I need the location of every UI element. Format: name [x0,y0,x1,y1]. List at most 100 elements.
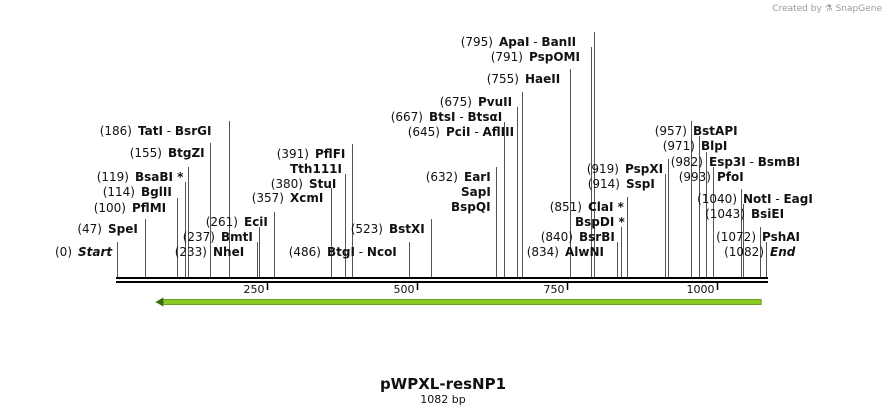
site-coordinate: (114) [103,185,135,199]
enzyme-name: BglII [141,185,172,199]
enzyme-name: PspOMI [529,50,580,64]
enzyme-label-stui[interactable]: (380)StuI [271,177,337,191]
enzyme-label-nhei[interactable]: (233)NheI [175,245,244,259]
site-coordinate: (632) [426,170,458,184]
site-coordinate: (0) [55,245,72,259]
enzyme-name: SpeI [108,222,138,236]
site-coordinate: (1040) [697,192,737,206]
enzyme-label-noti[interactable]: (1040) NotI - EagI [697,192,813,206]
enzyme-label-tati[interactable]: (186)TatI - BsrGI [100,124,212,138]
enzyme-name: BsrBI [579,230,615,244]
enzyme-label-bstxi[interactable]: (523) BstXI [351,222,425,236]
enzyme-name: BlpI [701,139,727,153]
site-coordinate: (155) [130,146,162,160]
enzyme-label-pfoi[interactable]: (993)PfoI [679,170,744,184]
dna-backbone [116,277,768,283]
enzyme-name: BstAPI [693,124,738,138]
enzyme-label-sapi[interactable]: SapI [461,185,491,199]
enzyme-label-blpi[interactable]: (971) BlpI [663,139,728,153]
enzyme-name: XcmI [290,191,323,205]
enzyme-name: BsaBI * [135,170,184,184]
enzyme-name: BstXI [389,222,425,236]
enzyme-label-btgzi[interactable]: (155)BtgZI [130,146,205,160]
enzyme-label-pshai[interactable]: (1072)PshAI [716,230,800,244]
leader-lines [117,32,767,277]
enzyme-label-bsabi[interactable]: (119) BsaBI * [97,170,184,184]
feature-arrow-head[interactable] [155,297,164,307]
site-coordinate: (667) [391,110,423,124]
enzyme-label-btsi[interactable]: (667) BtsI - BtsαI [391,110,502,124]
enzyme-label-tth111i[interactable]: Tth111I [290,162,342,176]
site-coordinate: (1043) [705,207,745,221]
site-coordinate: (982) [671,155,703,169]
enzyme-label-bspqi[interactable]: BspQI [451,200,491,214]
enzyme-name: PfoI [717,170,744,184]
enzyme-label-bmti[interactable]: (237)BmtI [183,230,253,244]
enzyme-label-ecii[interactable]: (261)EciI [206,215,268,229]
enzyme-label-bsrbi[interactable]: (840) BsrBI [541,230,615,244]
site-coordinate: (380) [271,177,303,191]
enzyme-label-end[interactable]: (1082) End [724,245,796,259]
snapgene-credit: Created by ⚗ SnapGene [772,4,882,14]
enzyme-label-bstapi[interactable]: (957) BstAPI [655,124,738,138]
enzyme-label-spei[interactable]: (47) SpeI [77,222,137,236]
site-coordinate: (47) [77,222,102,236]
enzyme-name: BspDI * [575,215,625,229]
enzyme-name: NheI [213,245,244,259]
enzyme-name: BtsI - BtsαI [429,110,502,124]
plasmid-name: pWPXL-resNP1 [380,375,506,393]
site-coordinate: (1072) [716,230,756,244]
site-coordinate: (914) [588,177,620,191]
enzyme-label-esp3i[interactable]: (982)Esp3I - BsmBI [671,155,800,169]
scale-tick-label-1000: 1000 [687,283,715,296]
enzyme-name: End [770,245,796,259]
enzyme-name: HaeII [525,72,560,86]
site-coordinate: (755) [487,72,519,86]
site-coordinate: (119) [97,170,129,184]
enzyme-label-apai[interactable]: (795) ApaI - BanII [461,35,576,49]
enzyme-name: BmtI [221,230,253,244]
plasmid-length: 1082 bp [420,393,465,406]
enzyme-name: ApaI - BanII [499,35,576,49]
feature-arrow-body[interactable] [160,299,762,305]
enzyme-label-pvuii[interactable]: (675)PvuII [440,95,512,109]
enzyme-name: PvuII [478,95,512,109]
enzyme-label-bspdi[interactable]: BspDI * [575,215,625,229]
enzyme-name: EarI [464,170,491,184]
feature-arrow[interactable] [155,297,762,307]
enzyme-label-btgi[interactable]: (486) BtgI - NcoI [289,245,397,259]
scale-tick-label-500: 500 [394,283,415,296]
enzyme-label-haeii[interactable]: (755) HaeII [487,72,561,86]
enzyme-name: BsiEI [751,207,784,221]
enzyme-name: BtgI - NcoI [327,245,397,259]
enzyme-label-pcii[interactable]: (645)PciI - AflIII [408,125,514,139]
enzyme-name: SapI [461,185,491,199]
site-coordinate: (645) [408,125,440,139]
enzyme-label-sspi[interactable]: (914)SspI [588,177,655,191]
enzyme-label-pspomi[interactable]: (791)PspOMI [491,50,580,64]
site-coordinate: (840) [541,230,573,244]
enzyme-label-bsiei[interactable]: (1043) BsiEI [705,207,784,221]
enzyme-label-eari[interactable]: (632) EarI [426,170,491,184]
enzyme-label-alwni[interactable]: (834)AlwNI [527,245,604,259]
site-coordinate: (957) [655,124,687,138]
site-coordinate: (795) [461,35,493,49]
enzyme-name: NotI - EagI [743,192,813,206]
site-coordinate: (1082) [724,245,764,259]
enzyme-label-bglii[interactable]: (114) BglII [103,185,172,199]
enzyme-label-pspxi[interactable]: (919)PspXI [587,162,663,176]
enzyme-name: PflMI [132,201,166,215]
site-coordinate: (486) [289,245,321,259]
site-coordinate: (100) [94,201,126,215]
site-coordinate: (261) [206,215,238,229]
enzyme-label-xcmi[interactable]: (357)XcmI [252,191,324,205]
enzyme-label-pflfi[interactable]: (391)PflFI [277,147,346,161]
site-coordinate: (919) [587,162,619,176]
enzyme-label-clai[interactable]: (851)ClaI * [550,200,625,214]
site-coordinate: (523) [351,222,383,236]
enzyme-label-pflmi[interactable]: (100) PflMI [94,201,166,215]
site-coordinate: (971) [663,139,695,153]
enzyme-label-start[interactable]: (0)Start [55,245,113,259]
scale-tick-label-750: 750 [544,283,565,296]
